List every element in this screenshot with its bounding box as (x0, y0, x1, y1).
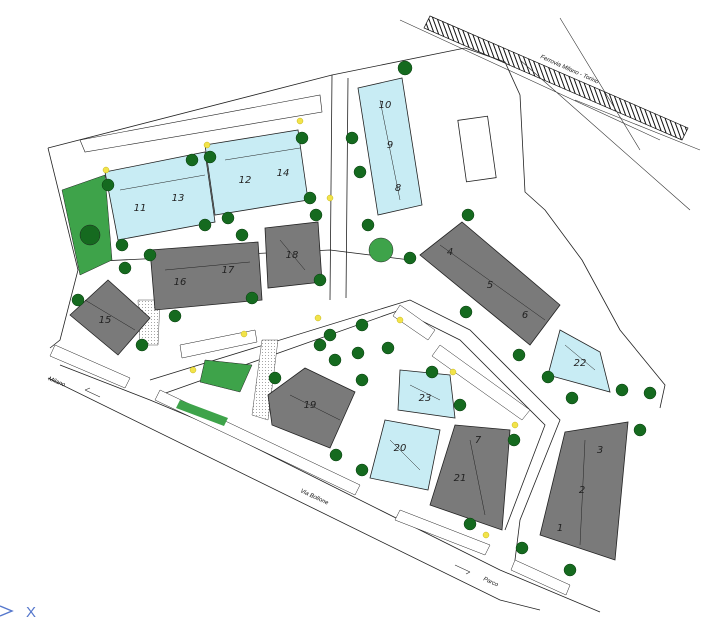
building-number: 9 (387, 140, 393, 151)
building-number: 2 (579, 485, 585, 496)
building-19 (267, 367, 356, 449)
building-12-14 (204, 129, 309, 216)
building-4-6 (419, 221, 561, 346)
building-22 (547, 329, 611, 393)
site-boundaries (47, 47, 666, 613)
left-road-label: Milano (47, 376, 66, 388)
sports-field (457, 115, 497, 183)
building-number: 23 (419, 393, 432, 404)
building-number: 22 (574, 358, 587, 369)
building-16-17 (149, 241, 263, 311)
right-road-label: Parco (482, 576, 499, 588)
building-number: 18 (286, 250, 299, 261)
building-number: 5 (487, 280, 493, 291)
green-areas (61, 174, 394, 426)
railway: Ferrovia Milano - Torino (399, 15, 701, 211)
building-number: 6 (522, 310, 528, 321)
building-number: 13 (172, 193, 185, 204)
building-number: 11 (134, 203, 147, 214)
building-number: 12 (239, 175, 252, 186)
building-number: 14 (277, 168, 290, 179)
building-number: 3 (597, 445, 603, 456)
building-number: 16 (174, 277, 187, 288)
building-number: 1 (557, 523, 563, 534)
building-number: 8 (395, 183, 401, 194)
building-number: 19 (304, 400, 317, 411)
axis-arrow-icon (0, 605, 14, 617)
building-number: 7 (475, 435, 482, 446)
bottom-road-label: Via Bollone (299, 488, 330, 507)
building-10-8 (357, 77, 423, 216)
building-labels: 10 9 8 11 12 13 14 15 16 17 18 1 2 3 4 5… (99, 100, 604, 534)
building-15 (69, 279, 151, 356)
roof-ridges (84, 99, 596, 546)
axis-indicator: X (0, 604, 36, 621)
building-11-13 (104, 151, 216, 241)
buildings-dark (69, 221, 629, 561)
building-7-21 (429, 424, 511, 531)
building-number: 15 (99, 315, 112, 326)
buildings-light (104, 77, 611, 491)
building-number: 10 (379, 100, 392, 111)
axis-label: X (26, 604, 36, 621)
direction-arrows (84, 387, 471, 575)
street-lamps (102, 117, 519, 539)
trees (71, 60, 657, 577)
building-number: 17 (222, 265, 235, 276)
building-number: 4 (447, 247, 453, 258)
building-1-3 (539, 421, 629, 561)
building-number: 20 (394, 443, 407, 454)
building-number: 21 (454, 473, 467, 484)
